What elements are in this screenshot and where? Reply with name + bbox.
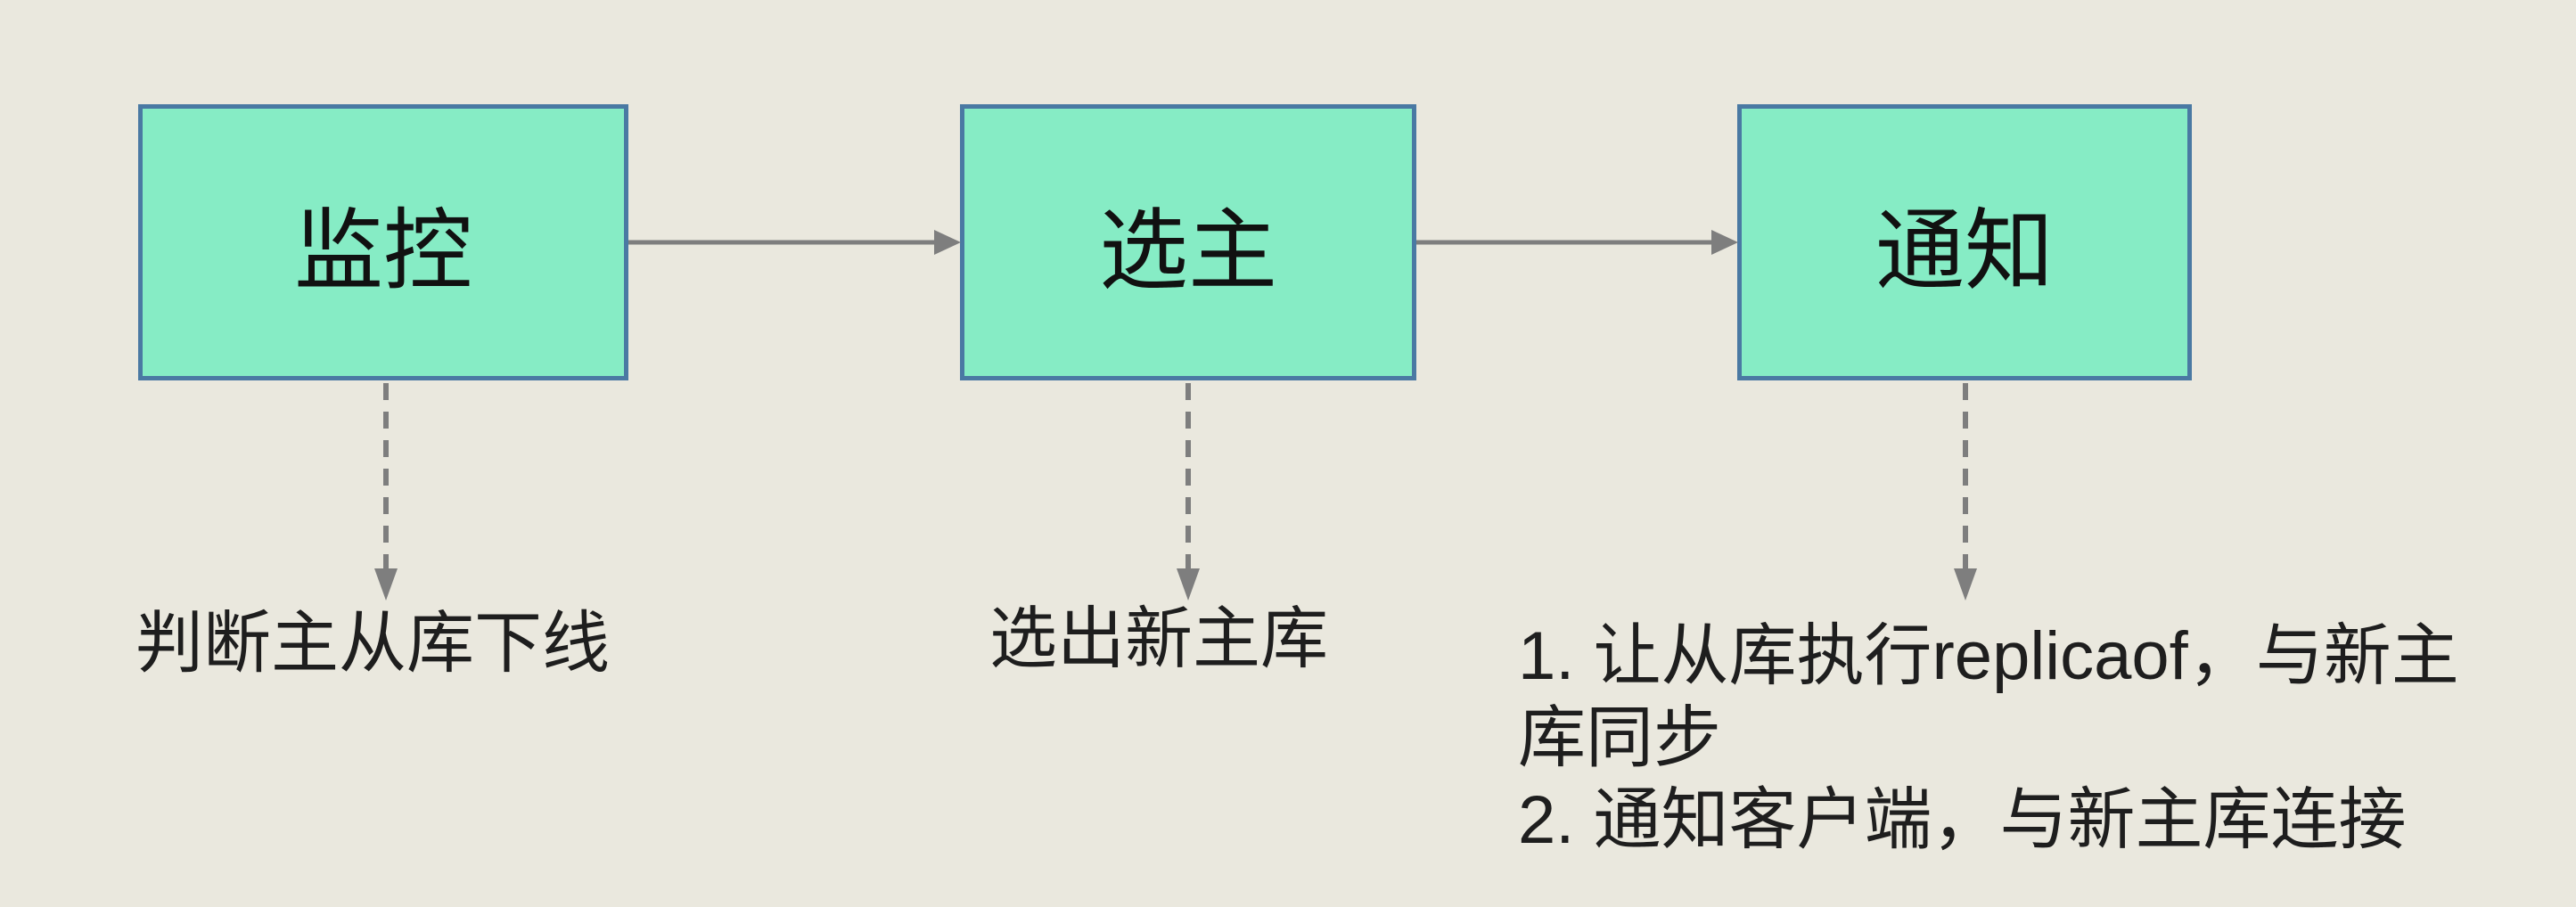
step-box-notify: 通知 [1737, 104, 2192, 380]
step-box-monitor: 监控 [138, 104, 628, 380]
annotation-notify-line-1: 1. 让从库执行replicaof，与新主 [1518, 618, 2459, 694]
annotation-notify-line-3: 2. 通知客户端，与新主库连接 [1518, 782, 2407, 858]
arrowhead-down-icon [1954, 568, 1977, 601]
step-label-notify: 通知 [1875, 200, 2054, 301]
annotation-notify: 1. 让从库执行replicaof，与新主 库同步 2. 通知客户端，与新主库连… [1518, 616, 2459, 862]
annotation-monitor: 判断主从库下线 [135, 606, 610, 682]
dashed-arrow-notify-annotation [1954, 383, 1977, 601]
arrowhead-down-icon [1177, 568, 1200, 601]
arrowhead-right-icon [1711, 230, 1738, 255]
step-label-monitor: 监控 [294, 200, 472, 301]
arrowhead-down-icon [374, 568, 398, 601]
arrowhead-right-icon [934, 230, 961, 255]
arrow-elect-to-notify [1416, 230, 1738, 255]
arrow-monitor-to-elect [628, 230, 961, 255]
annotation-notify-line-2: 库同步 [1518, 700, 1721, 776]
step-label-elect-master: 选主 [1099, 200, 1277, 301]
step-box-elect-master: 选主 [960, 104, 1416, 380]
annotation-elect-master: 选出新主库 [989, 601, 1328, 677]
dashed-arrow-elect-annotation [1177, 383, 1200, 601]
dashed-arrow-monitor-annotation [374, 383, 398, 601]
